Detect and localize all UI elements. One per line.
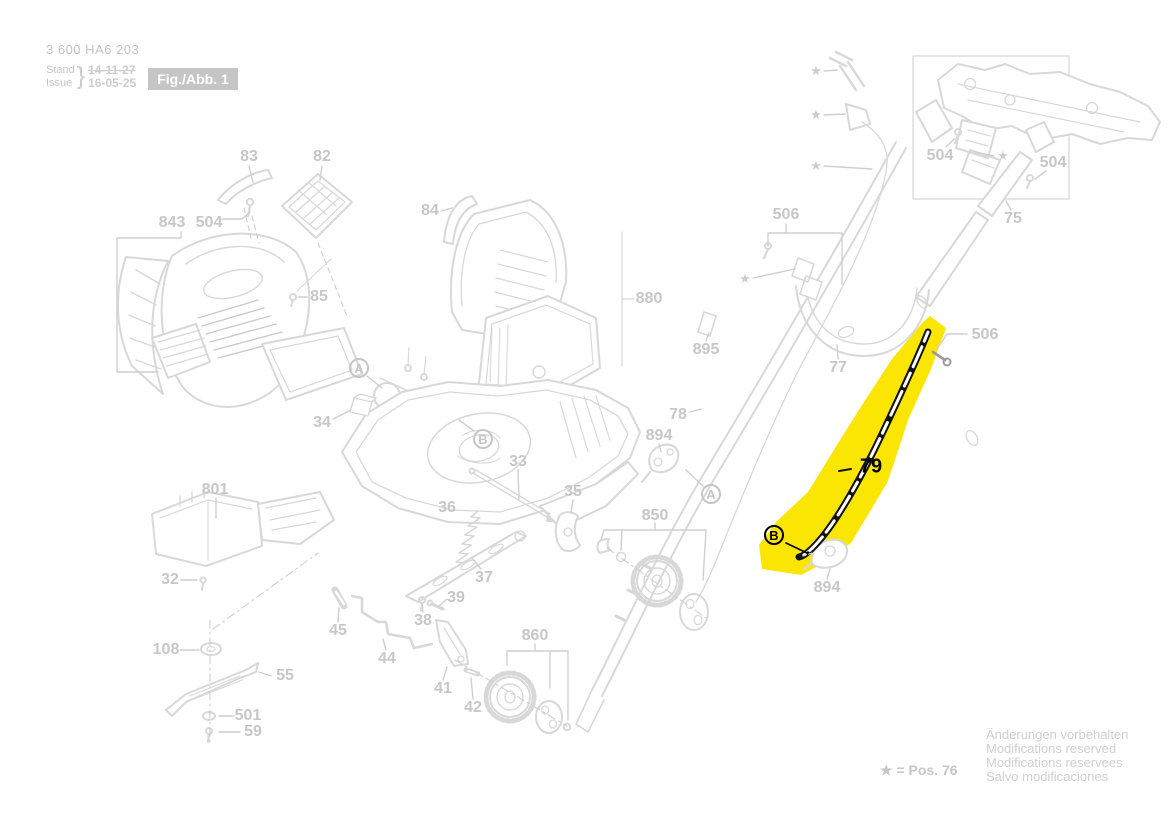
switch-box-art: [151, 487, 335, 591]
issue-date: 16-05-25: [88, 75, 137, 90]
part-label-39[interactable]: 39: [447, 589, 465, 606]
part-label-83[interactable]: 83: [240, 148, 258, 165]
part-label-44[interactable]: 44: [378, 650, 396, 667]
part-label-38[interactable]: 38: [414, 612, 432, 629]
selected-part-79-art[interactable]: [785, 328, 952, 561]
leader-lines: [116, 69, 1047, 747]
figure-number-badge: Fig./Abb. 1: [148, 68, 238, 90]
part-label-37[interactable]: 37: [475, 569, 493, 586]
superseded-date: 14-11-27: [88, 62, 136, 77]
part-label-32[interactable]: 32: [161, 571, 179, 588]
product-code: 3 600 HA6 203: [46, 42, 140, 57]
stand-label: Stand: [46, 63, 75, 76]
star-marker: ★: [739, 271, 751, 286]
stand-issue-block: Stand Issue } 14-11-27 16-05-25: [46, 62, 136, 91]
note-line: Salvo modificaciones: [986, 769, 1109, 784]
grass-catcher-art: [443, 195, 635, 399]
part-label-850[interactable]: 850: [641, 507, 669, 524]
star-marker: ★: [810, 107, 822, 122]
motor-cover-art: [116, 169, 363, 408]
linkage-art: [331, 467, 581, 677]
part-label-55[interactable]: 55: [276, 667, 294, 684]
part-label-843[interactable]: 843: [158, 214, 186, 231]
part-label-33[interactable]: 33: [509, 453, 527, 470]
part-label-35[interactable]: 35: [564, 483, 582, 500]
highlighted-part-region-79[interactable]: [759, 316, 946, 575]
part-label-85[interactable]: 85: [310, 288, 328, 305]
view-marker-A: A: [701, 484, 721, 504]
part-label-79[interactable]: 79: [859, 455, 883, 478]
part-label-880[interactable]: 880: [635, 290, 663, 307]
note-line: Modifications reservees: [986, 755, 1123, 770]
part-label-504[interactable]: 504: [195, 214, 223, 231]
view-marker-B: B: [473, 429, 493, 449]
part-label-504[interactable]: 504: [926, 147, 954, 164]
part-label-41[interactable]: 41: [434, 680, 452, 697]
part-label-895[interactable]: 895: [692, 341, 720, 358]
blade-art: [165, 642, 259, 744]
part-label-504[interactable]: 504: [1039, 154, 1067, 171]
part-label-36[interactable]: 36: [438, 499, 456, 516]
part-label-894[interactable]: 894: [813, 579, 841, 596]
part-label-59[interactable]: 59: [244, 723, 262, 740]
part-label-501[interactable]: 501: [234, 707, 262, 724]
part-label-82[interactable]: 82: [313, 148, 331, 165]
part-label-506[interactable]: 506: [971, 326, 999, 343]
part-label-42[interactable]: 42: [464, 699, 482, 716]
part-label-78[interactable]: 78: [669, 406, 687, 423]
part-label-108[interactable]: 108: [152, 641, 180, 658]
note-line: Modifications reserved: [986, 741, 1117, 756]
brace-glyph: }: [76, 62, 86, 90]
star-position-legend: ★ = Pos. 76: [880, 762, 958, 778]
part-label-75[interactable]: 75: [1004, 210, 1022, 227]
part-label-84[interactable]: 84: [421, 202, 439, 219]
part-label-34[interactable]: 34: [313, 414, 331, 431]
part-label-894[interactable]: 894: [645, 427, 673, 444]
handle-assembly-art: [575, 50, 1161, 733]
part-label-77[interactable]: 77: [829, 359, 847, 376]
note-line: Änderungen vorbehalten: [986, 727, 1129, 742]
view-marker-B: B: [764, 525, 784, 545]
wheels-art: [483, 538, 709, 734]
star-marker: ★: [810, 158, 822, 173]
star-marker: ★: [997, 148, 1009, 163]
part-label-801[interactable]: 801: [201, 481, 229, 498]
view-marker-A: A: [349, 358, 369, 378]
star-marker: ★: [810, 63, 822, 78]
part-label-860[interactable]: 860: [521, 627, 549, 644]
part-label-45[interactable]: 45: [329, 622, 347, 639]
issue-label: Issue: [46, 76, 73, 89]
part-label-506[interactable]: 506: [772, 206, 800, 223]
